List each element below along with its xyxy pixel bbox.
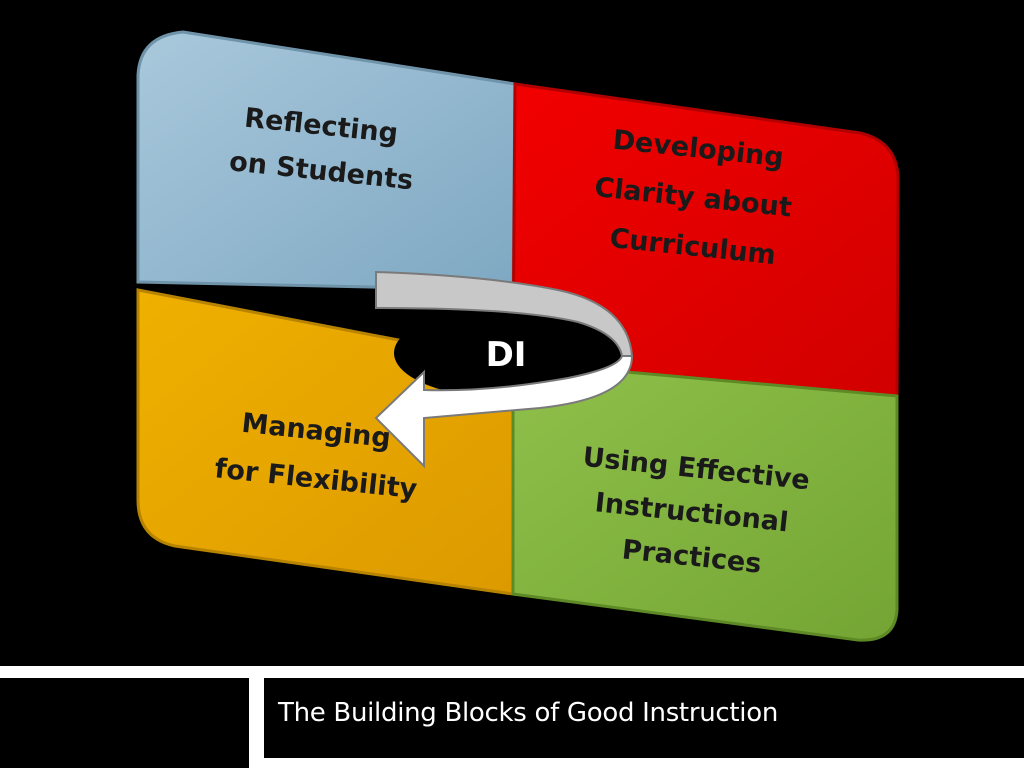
svg-text:Developing Clarity about: Developing Clarity about Curriculum <box>588 123 808 273</box>
footer-left-panel <box>0 678 249 768</box>
footer-top-band <box>0 666 1024 678</box>
quadrant-developing-clarity-about-curriculum: Developing Clarity about Curriculum <box>511 82 900 398</box>
di-cycle: DI <box>374 270 634 469</box>
slide-title: The Building Blocks of Good Instruction <box>278 698 778 728</box>
cycle-arrow-icon <box>374 355 634 469</box>
footer-divider <box>249 678 264 768</box>
quadrant-using-effective-instructional-practices: Using Effective Instructional Practices <box>511 360 899 642</box>
di-label: DI <box>486 335 527 375</box>
footer-title-panel <box>264 678 1024 758</box>
quadrant-reflecting-on-students: Reflecting on Students <box>136 30 517 292</box>
building-blocks-diagram: Reflecting on Students Developing Clarit… <box>136 30 900 642</box>
di-center-ellipse <box>394 307 630 399</box>
footer-bottom-band <box>249 758 1024 768</box>
